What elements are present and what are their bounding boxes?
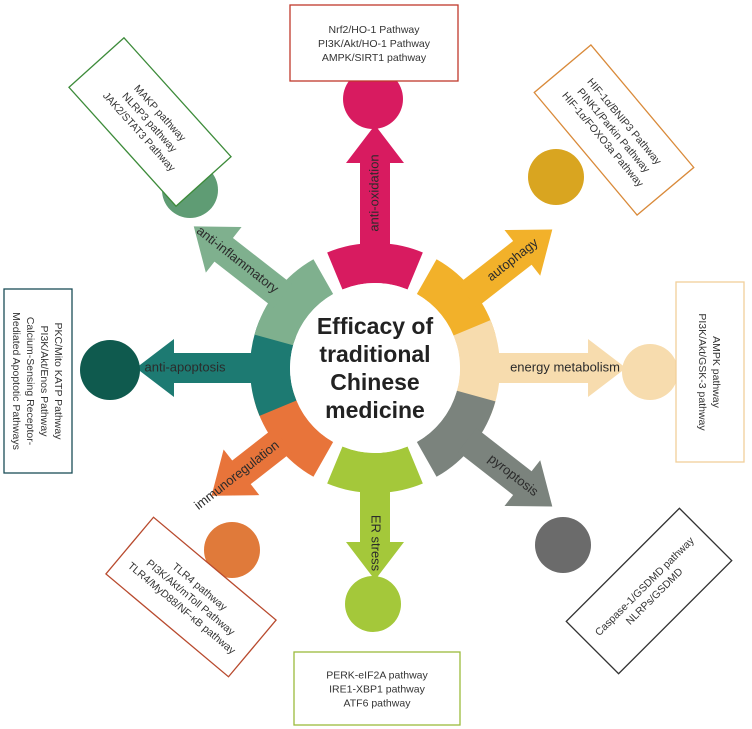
branch-label-energy-metabolism: energy metabolism <box>510 359 620 374</box>
branch-label-anti-apoptosis: anti-apoptosis <box>145 359 226 374</box>
pathway-text: PI3K/Akt/GSK-3 pathway <box>696 313 708 431</box>
ring-segment-immunoregulation <box>254 390 334 477</box>
arrow-er-stress <box>346 485 404 581</box>
pathway-text: Nrf2/HO-1 Pathway <box>328 24 420 36</box>
pathway-box-border <box>293 651 461 726</box>
pathway-text: AMPK/SIRT1 pathway <box>322 52 427 64</box>
node-ball-pyroptosis <box>535 517 591 573</box>
branch-label-anti-oxidation: anti-oxidation <box>366 154 381 231</box>
ring-segment-er-stress <box>327 446 423 493</box>
ring-segment-autophagy <box>416 259 496 346</box>
pathway-box-border <box>68 36 232 208</box>
center-circle <box>290 283 460 453</box>
branch-label-immunoregulation: immunoregulation <box>191 437 282 512</box>
center-title-line: Efficacy of <box>317 313 434 339</box>
pathway-box-border <box>105 516 277 678</box>
node-ball-anti-oxidation <box>343 69 403 129</box>
node-ball-er-stress <box>345 576 401 632</box>
arrow-anti-inflammatory <box>193 226 293 308</box>
pathway-box-border <box>565 507 733 675</box>
arrow-energy-metabolism <box>492 339 627 397</box>
ring-segment-energy-metabolism <box>453 320 500 416</box>
pathway-text: ATF6 pathway <box>344 698 412 710</box>
node-ball-energy-metabolism <box>622 344 678 400</box>
pathway-text: PI3K/Akt/HO-1 Pathway <box>318 38 431 50</box>
arrow-immunoregulation <box>211 428 293 496</box>
pathway-text: Calcium-Sensing Receptor- <box>24 317 36 446</box>
pathway-box-border <box>3 288 73 474</box>
center-title-line: traditional <box>319 341 430 367</box>
arrow-anti-oxidation <box>346 124 404 251</box>
pathway-text: PKC/Mito KATP Pathway <box>52 323 64 441</box>
pathway-box-border <box>675 281 745 463</box>
ring-segment-anti-apoptosis <box>249 320 297 416</box>
ring-segment-anti-inflammatory <box>254 259 334 346</box>
node-ball-immunoregulation <box>204 522 260 578</box>
node-ball-autophagy <box>528 149 584 205</box>
arrow-anti-apoptosis <box>135 339 258 397</box>
branch-label-er-stress: ER stress <box>369 515 384 572</box>
pathway-box-border <box>533 44 695 216</box>
node-ball-anti-apoptosis <box>80 340 140 400</box>
ring-segment-anti-oxidation <box>327 243 423 290</box>
pathway-text: Mediated Apoptotic Pathways <box>10 312 22 450</box>
pathway-text: PERK-eIF2A pathway <box>326 670 428 682</box>
ring-segment-pyroptosis <box>416 390 496 477</box>
pathway-text: IRE1-XBP1 pathway <box>329 684 425 696</box>
pathway-text: PI3K/Akt/Enos Pathway <box>38 326 50 438</box>
pathway-box-border <box>289 4 459 82</box>
center-title-line: medicine <box>325 397 425 423</box>
arrow-autophagy <box>457 229 553 308</box>
arrow-pyroptosis <box>457 428 553 507</box>
center-title-line: Chinese <box>330 369 419 395</box>
pathway-text: AMPK pathway <box>710 336 722 409</box>
